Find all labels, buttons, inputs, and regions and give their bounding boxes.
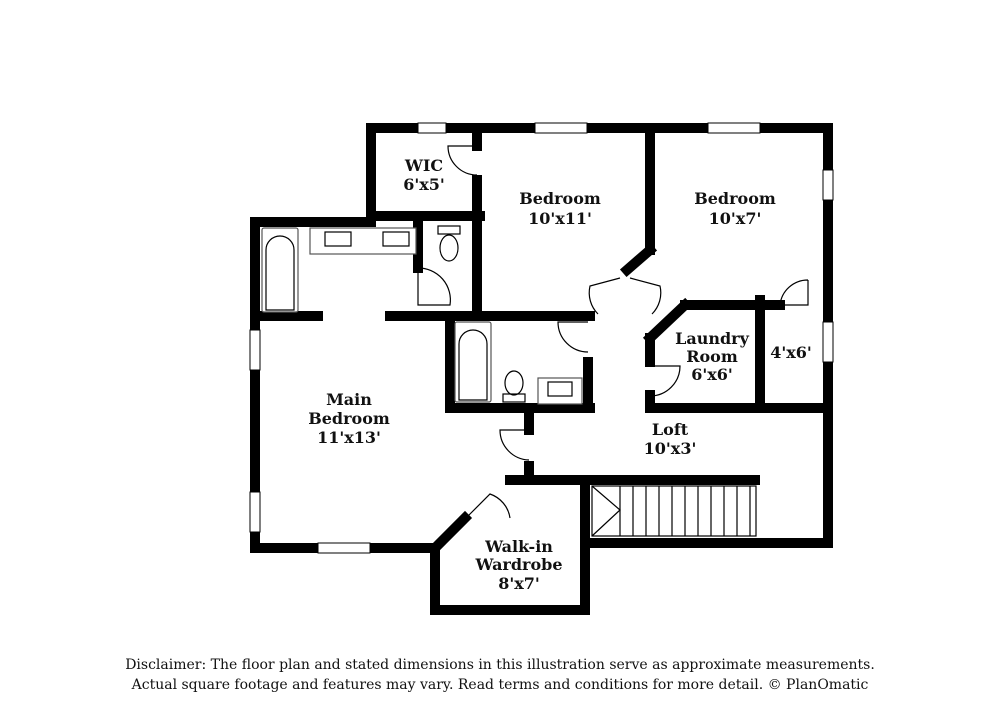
windows <box>249 122 834 554</box>
laundry-dims: 6'x6' <box>691 365 733 384</box>
main-bedroom-dims: 11'x13' <box>317 428 381 447</box>
bedroom-a-name: Bedroom <box>519 189 601 208</box>
bedroom-b-name: Bedroom <box>694 189 776 208</box>
bedroom-b-dims: 10'x7' <box>709 209 762 228</box>
room-labels: WIC 6'x5' Bedroom 10'x11' Bedroom 10'x7'… <box>308 156 812 593</box>
main-bedroom-name-line1: Main <box>326 390 372 409</box>
bedroom-a-dims: 10'x11' <box>528 209 592 228</box>
interior-walls <box>255 123 828 556</box>
closet-dims: 4'x6' <box>770 343 812 362</box>
disclaimer: Disclaimer: The floor plan and stated di… <box>0 655 1000 695</box>
fixtures <box>261 225 757 537</box>
wic-dims: 6'x5' <box>403 175 445 194</box>
wic-name: WIC <box>404 156 443 175</box>
laundry-name-line1: Laundry <box>675 329 750 348</box>
laundry-name-line2: Room <box>686 347 738 366</box>
walkin-name-line2: Wardrobe <box>474 555 562 574</box>
main-bedroom-name-line2: Bedroom <box>308 409 390 428</box>
walkin-dims: 8'x7' <box>498 574 540 593</box>
loft-name: Loft <box>652 420 689 439</box>
doors <box>417 145 809 519</box>
loft-dims: 10'x3' <box>644 439 697 458</box>
walkin-name-line1: Walk-in <box>484 537 553 556</box>
disclaimer-line1: Disclaimer: The floor plan and stated di… <box>125 657 875 673</box>
stair-treads <box>591 485 751 537</box>
disclaimer-line2: Actual square footage and features may v… <box>131 677 869 693</box>
